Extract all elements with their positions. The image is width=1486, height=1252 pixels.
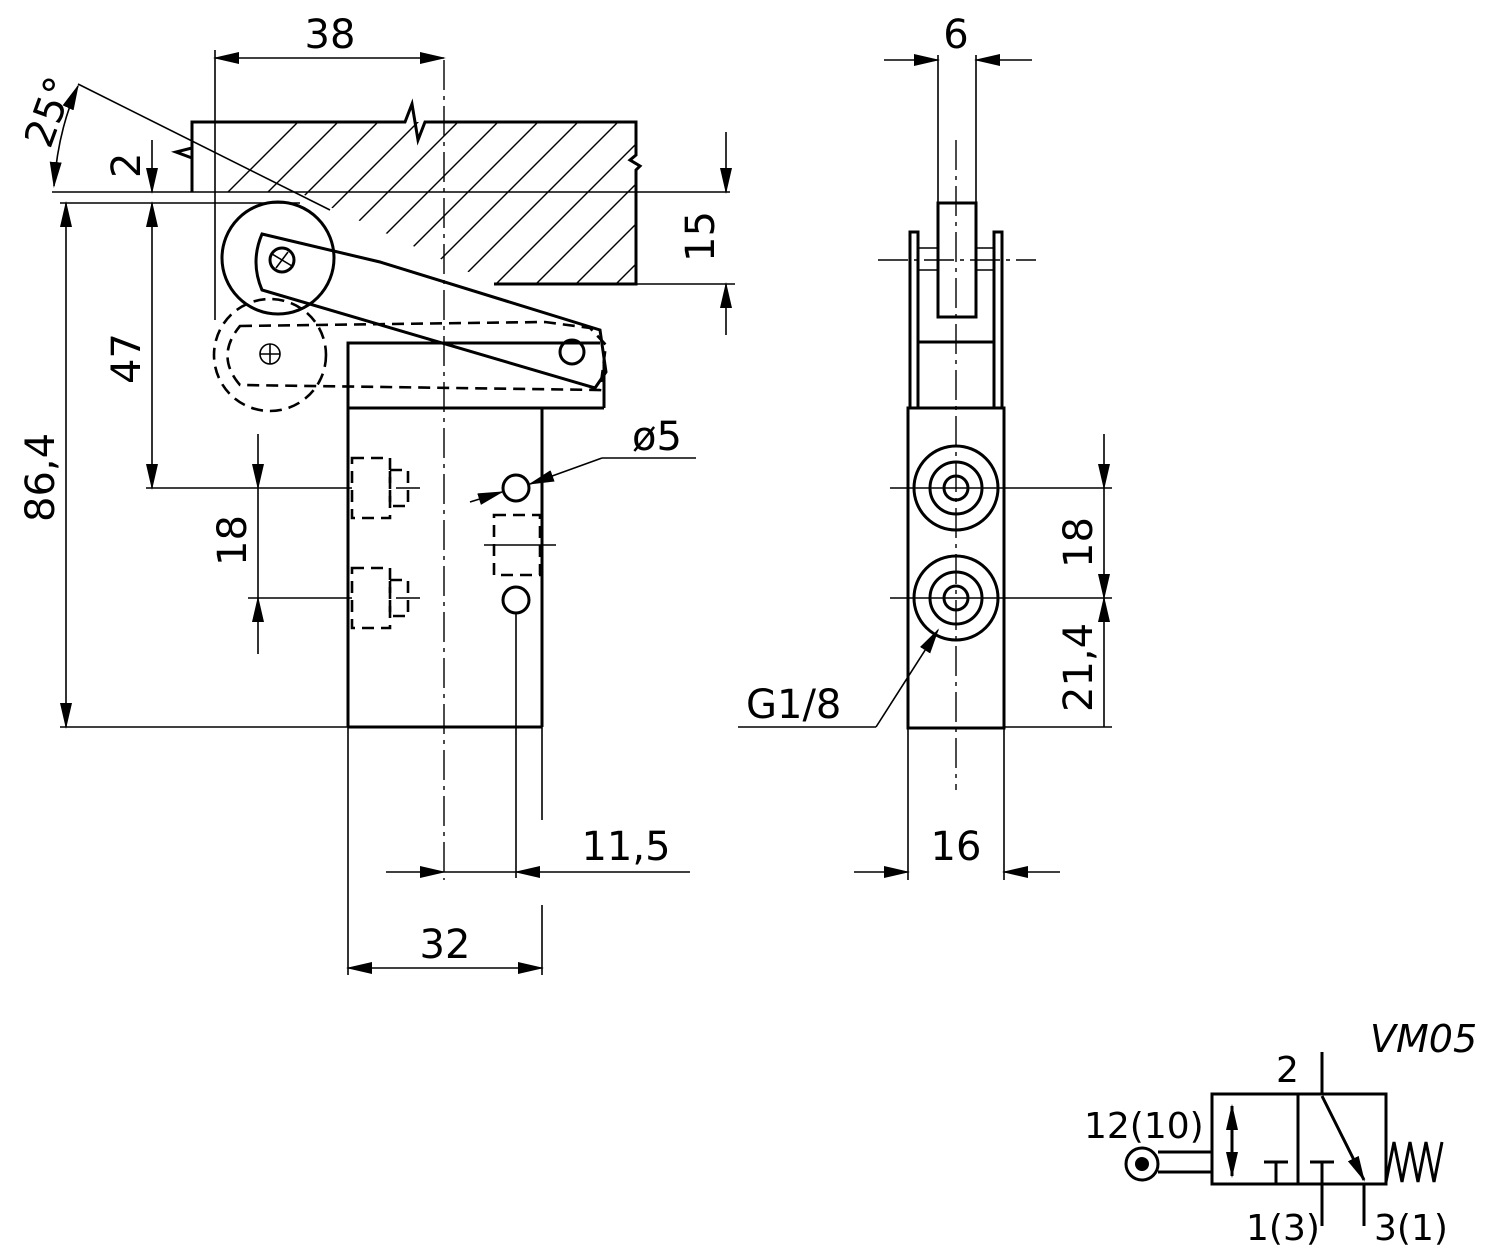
roller-lever-actuated xyxy=(220,200,608,390)
pneumatic-symbol: VM05 2 12(10) 1(3) 3(1) xyxy=(1084,1017,1477,1249)
port-12-label: 12(10) xyxy=(1084,1106,1204,1147)
thread-text: G1/8 xyxy=(746,682,841,728)
dim-6-text: 6 xyxy=(943,12,968,58)
dim-hole-text: ø5 xyxy=(632,414,682,460)
dim-angle-text: 25° xyxy=(16,71,83,153)
dim-32-text: 32 xyxy=(420,922,471,968)
dim-2-text: 2 xyxy=(104,153,150,178)
dim-18-right-text: 18 xyxy=(1056,517,1102,568)
roller-actuator xyxy=(1124,1146,1160,1182)
dim-86-4: 86,4 xyxy=(18,201,348,729)
front-view: 38 25° 2 15 47 86,4 xyxy=(16,12,735,975)
dim-47-text: 47 xyxy=(104,333,150,384)
mounting-hole-bottom xyxy=(501,585,531,615)
port-2-label: 2 xyxy=(1276,1050,1299,1091)
dim-15: 15 xyxy=(494,132,735,335)
dim-18-left: 18 xyxy=(210,434,352,654)
dim-21-4: 21,4 xyxy=(1056,596,1110,727)
side-view: 6 18 21,4 G1/8 16 xyxy=(738,12,1112,880)
thread-callout: G1/8 xyxy=(738,628,940,728)
lever-arm-rest xyxy=(226,320,608,392)
lever-arm xyxy=(254,232,608,390)
dim-16: 16 xyxy=(854,728,1060,880)
valve-body xyxy=(346,341,606,878)
dim-18-left-text: 18 xyxy=(210,515,256,566)
dim-11-5: 11,5 xyxy=(386,824,690,878)
port-1-label: 1(3) xyxy=(1246,1208,1320,1249)
model-label: VM05 xyxy=(1370,1017,1477,1061)
dim-6: 6 xyxy=(884,12,1032,203)
cam-block xyxy=(170,98,643,286)
dim-32: 32 xyxy=(346,727,544,975)
port-3-label: 3(1) xyxy=(1374,1208,1448,1249)
dim-angle: 25° xyxy=(16,71,331,211)
dim-21-4-text: 21,4 xyxy=(1056,623,1102,712)
dim-15-text: 15 xyxy=(678,211,724,262)
dim-16-text: 16 xyxy=(931,824,982,870)
dim-38-text: 38 xyxy=(305,12,356,58)
dim-47: 47 xyxy=(104,201,352,490)
dim-hole: ø5 xyxy=(469,414,696,505)
dim-86-4-text: 86,4 xyxy=(18,433,64,522)
dim-2: 2 xyxy=(104,140,158,194)
roller xyxy=(220,200,336,316)
dim-18-right: 18 xyxy=(1056,434,1110,600)
roller-lever-rest xyxy=(212,297,608,413)
dim-11-5-text: 11,5 xyxy=(581,824,670,870)
roller-rest xyxy=(212,297,328,413)
mounting-hole-top xyxy=(501,473,531,503)
dim-38: 38 xyxy=(213,12,446,320)
